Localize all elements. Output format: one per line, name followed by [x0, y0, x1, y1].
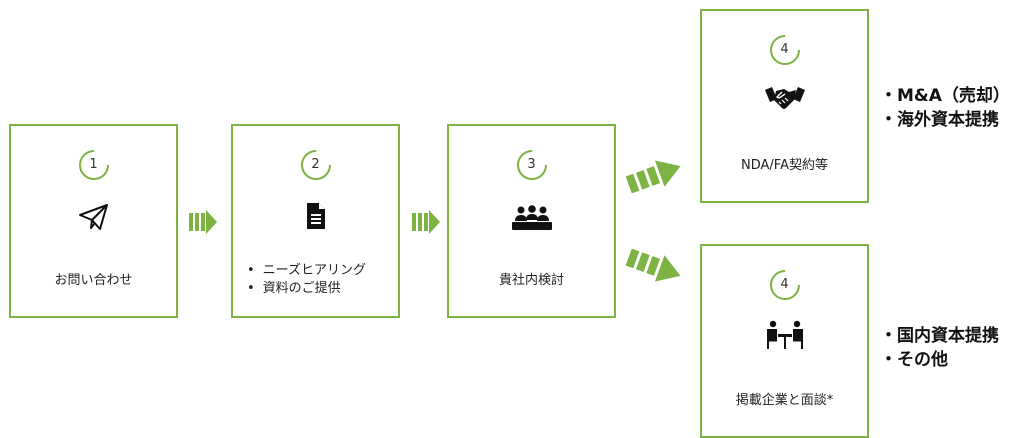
step-number-badge: 1 — [77, 148, 111, 182]
step-number-badge: 2 — [299, 148, 333, 182]
meeting-group-icon — [511, 205, 552, 230]
step-number: 4 — [780, 277, 789, 292]
outcome-item: ・海外資本提携 — [880, 110, 999, 130]
step-number-badge: 4 — [768, 268, 802, 302]
arrow-3-to-4a-icon — [625, 160, 681, 193]
step-3-label: 貴社内検討 — [498, 273, 564, 288]
step-number-ring — [769, 35, 800, 65]
step-number: 3 — [527, 157, 536, 172]
outcome-item: ・国内資本提携 — [880, 326, 999, 346]
step-4a-label: NDA/FA契約等 — [741, 158, 828, 173]
step-4b-card: 4 掲載企業と面談* — [700, 244, 869, 438]
step-2-card: 2 ニーズヒアリング 資料のご提供 — [231, 124, 400, 318]
outcome-item: ・その他 — [880, 350, 948, 370]
arrow-3-to-4b-icon — [625, 249, 681, 282]
step-2-item: ニーズヒアリング — [247, 262, 366, 280]
step-number-ring — [300, 150, 331, 180]
outcome-item: ・M&A（売却） — [880, 86, 1010, 106]
step-2-items: ニーズヒアリング 資料のご提供 — [247, 262, 366, 298]
step-number-badge: 4 — [768, 33, 802, 67]
handshake-icon — [764, 87, 805, 109]
step-3-card: 3 貴社内検討 — [447, 124, 616, 318]
step-2-item: 資料のご提供 — [247, 280, 366, 298]
step-number-ring — [516, 150, 547, 180]
step-4a-card: 4 NDA/FA契約等 — [700, 9, 869, 203]
step-number: 2 — [311, 157, 320, 172]
step-number-ring — [78, 150, 109, 180]
step-number-ring — [769, 270, 800, 300]
document-icon — [306, 203, 325, 229]
step-number: 1 — [89, 157, 98, 172]
interview-table-icon — [766, 320, 803, 349]
arrow-2-to-3-icon — [412, 210, 440, 234]
outcomes-upper: ・M&A（売却） ・海外資本提携 — [880, 84, 1010, 132]
paper-plane-icon — [78, 204, 108, 230]
outcomes-lower: ・国内資本提携 ・その他 — [880, 324, 999, 372]
arrow-1-to-2-icon — [189, 210, 217, 234]
step-number: 4 — [780, 42, 789, 57]
step-1-label: お問い合わせ — [54, 273, 133, 288]
step-number-badge: 3 — [515, 148, 549, 182]
step-1-card: 1 お問い合わせ — [9, 124, 178, 318]
step-4b-label: 掲載企業と面談* — [735, 393, 834, 408]
